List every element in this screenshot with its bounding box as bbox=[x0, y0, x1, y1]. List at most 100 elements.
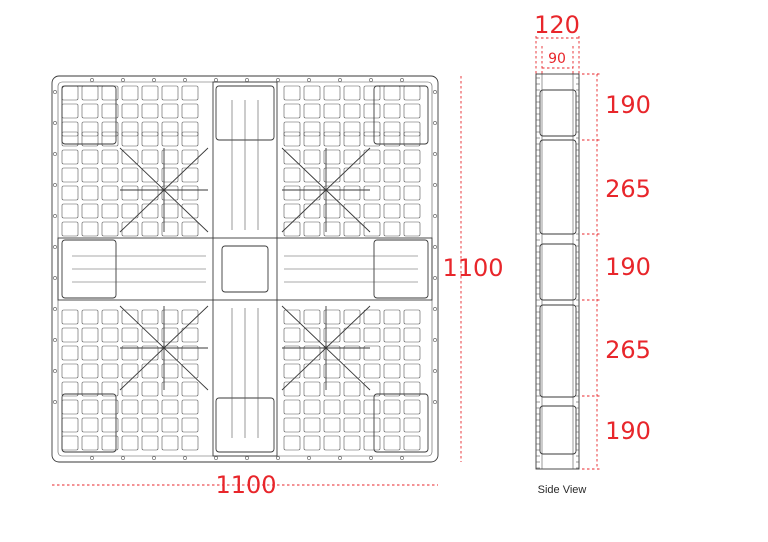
deck-cell bbox=[323, 203, 341, 219]
width-dimension-label: 1100 bbox=[215, 471, 276, 499]
deck-cell bbox=[363, 381, 381, 397]
deck-grid bbox=[61, 85, 421, 451]
deck-cell bbox=[121, 327, 139, 343]
deck-cell bbox=[101, 327, 119, 343]
deck-cell bbox=[81, 399, 99, 415]
deck-cell bbox=[403, 399, 421, 415]
deck-cell bbox=[363, 203, 381, 219]
deck-cell bbox=[383, 167, 401, 183]
deck-cell bbox=[343, 309, 361, 325]
deck-cell bbox=[101, 131, 119, 147]
edge-hole bbox=[53, 276, 57, 280]
edge-hole bbox=[214, 456, 218, 460]
deck-cell bbox=[101, 167, 119, 183]
center-block bbox=[221, 245, 269, 293]
deck-cell bbox=[403, 85, 421, 101]
deck-cell bbox=[121, 103, 139, 119]
deck-cell bbox=[121, 221, 139, 237]
deck-cell bbox=[101, 381, 119, 397]
deck-cell bbox=[303, 381, 321, 397]
deck-cell bbox=[61, 185, 79, 201]
thickness-dimension-label: 120 bbox=[534, 11, 580, 39]
runner-slots bbox=[72, 255, 418, 283]
deck-cell bbox=[283, 131, 301, 147]
deck-cell bbox=[363, 309, 381, 325]
edge-hole bbox=[183, 456, 187, 460]
deck-cell bbox=[303, 435, 321, 451]
deck-cell bbox=[161, 203, 179, 219]
deck-cell bbox=[323, 417, 341, 433]
edge-hole bbox=[53, 90, 57, 94]
deck-cell bbox=[181, 185, 199, 201]
deck-cell bbox=[363, 121, 381, 137]
deck-cell bbox=[343, 149, 361, 165]
deck-cell bbox=[323, 309, 341, 325]
deck-cell bbox=[343, 203, 361, 219]
deck-cell bbox=[323, 221, 341, 237]
edge-hole bbox=[53, 152, 57, 156]
center-vertical-runner bbox=[212, 81, 278, 457]
deck-cell bbox=[283, 327, 301, 343]
deck-cell bbox=[81, 167, 99, 183]
deck-cell bbox=[81, 221, 99, 237]
deck-cell bbox=[343, 363, 361, 379]
deck-cell bbox=[121, 417, 139, 433]
deck-cell bbox=[161, 149, 179, 165]
deck-cell bbox=[181, 435, 199, 451]
deck-cell bbox=[161, 85, 179, 101]
deck-cell bbox=[141, 417, 159, 433]
deck-cell bbox=[141, 345, 159, 361]
side-opening bbox=[539, 304, 577, 398]
deck-cell bbox=[181, 167, 199, 183]
deck-cell bbox=[141, 85, 159, 101]
deck-cell bbox=[403, 185, 421, 201]
deck-cell bbox=[363, 149, 381, 165]
deck-cell bbox=[303, 363, 321, 379]
deck-cell bbox=[363, 363, 381, 379]
deck-cell bbox=[141, 221, 159, 237]
deck-cell bbox=[383, 221, 401, 237]
deck-cell bbox=[81, 203, 99, 219]
deck-cell bbox=[303, 417, 321, 433]
deck-cell bbox=[61, 103, 79, 119]
edge-hole bbox=[53, 307, 57, 311]
deck-cell bbox=[61, 167, 79, 183]
deck-cell bbox=[363, 417, 381, 433]
deck-cell bbox=[383, 85, 401, 101]
edge-hole bbox=[369, 456, 373, 460]
deck-cell bbox=[323, 131, 341, 147]
segment-label: 190 bbox=[605, 417, 651, 445]
deck-cell bbox=[61, 121, 79, 137]
deck-cell bbox=[283, 309, 301, 325]
deck-cell bbox=[141, 327, 159, 343]
deck-cell bbox=[181, 345, 199, 361]
deck-structure bbox=[57, 81, 433, 457]
deck-cell bbox=[403, 167, 421, 183]
deck-cell bbox=[101, 149, 119, 165]
deck-cell bbox=[303, 149, 321, 165]
deck-cell bbox=[343, 121, 361, 137]
segment-labels: 190 265 190 265 190 bbox=[605, 91, 651, 445]
deck-cell bbox=[81, 417, 99, 433]
deck-cell bbox=[81, 309, 99, 325]
deck-cell bbox=[141, 131, 159, 147]
edge-hole bbox=[433, 276, 437, 280]
deck-cell bbox=[343, 381, 361, 397]
deck-cell bbox=[383, 185, 401, 201]
deck-cell bbox=[181, 131, 199, 147]
deck-cell bbox=[81, 131, 99, 147]
deck-cell bbox=[121, 131, 139, 147]
edge-hole bbox=[338, 78, 342, 82]
edge-hole bbox=[433, 90, 437, 94]
corner-block bbox=[61, 85, 117, 145]
edge-hole bbox=[433, 152, 437, 156]
deck-cell bbox=[283, 381, 301, 397]
deck-cell bbox=[161, 363, 179, 379]
deck-cell bbox=[403, 363, 421, 379]
deck-cell bbox=[383, 345, 401, 361]
deck-cell bbox=[383, 149, 401, 165]
deck-cell bbox=[383, 327, 401, 343]
deck-cell bbox=[121, 85, 139, 101]
deck-cell bbox=[121, 121, 139, 137]
deck-cell bbox=[101, 203, 119, 219]
